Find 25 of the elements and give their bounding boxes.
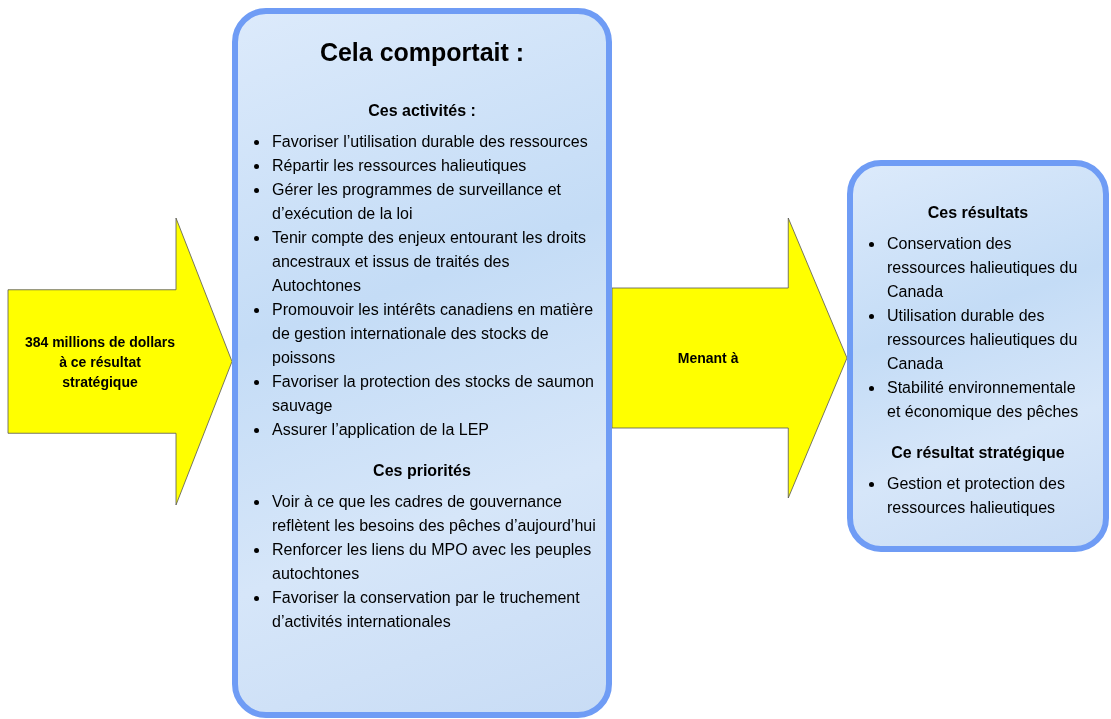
bullet-text: Stabilité environnementale et économique des pêches	[887, 378, 1080, 422]
bullet-text: Répartir les ressources halieutiques	[272, 156, 527, 176]
bullet-text: Utilisation durable des ressources halieutiques du Canada	[887, 306, 1079, 374]
bullet-text: Renforcer les liens du MPO avec les peuples autochtones	[272, 540, 593, 584]
panel-title: Cela comportait :	[318, 37, 526, 68]
bullet-text: Favoriser la protection des stocks de saumon sauvage	[272, 372, 595, 416]
bullet-text: Promouvoir les intérêts canadiens en matière de gestion internationale des stocks de poissons	[272, 300, 595, 368]
block-arrow	[611, 217, 848, 499]
block-arrow	[7, 217, 233, 506]
section-heading: Ces résultats	[926, 203, 1030, 223]
bullet-text: Gérer les programmes de surveillance et d’exécution de la loi	[272, 180, 562, 224]
rounded-panel	[232, 8, 612, 718]
bullet-text: Voir à ce que les cadres de gouvernance reflètent les besoins des pêches d’aujourd’hui	[272, 492, 596, 536]
bullet-text: Favoriser la conservation par le truchement d’activités internationales	[272, 588, 581, 632]
bullet-text: Conservation des ressources halieutiques du Canada	[887, 234, 1079, 302]
section-heading: Ces priorités	[372, 461, 472, 481]
section-heading: Ces activités :	[367, 101, 477, 121]
bullet-text: Gestion et protection des ressources halieutiques	[887, 474, 1066, 518]
section-heading: Ce résultat stratégique	[890, 443, 1066, 463]
bullet-text: Assurer l’application de la LEP	[272, 420, 489, 440]
edge-label: 384 millions de dollars à ce résultat stratégique	[23, 332, 177, 392]
bullet-text: Favoriser l’utilisation durable des ressources	[272, 132, 588, 152]
rounded-panel	[847, 160, 1109, 552]
edge-label: Menant à	[677, 349, 739, 368]
bullet-text: Tenir compte des enjeux entourant les droits ancestraux et issus de traités des Autochtones	[272, 228, 587, 296]
